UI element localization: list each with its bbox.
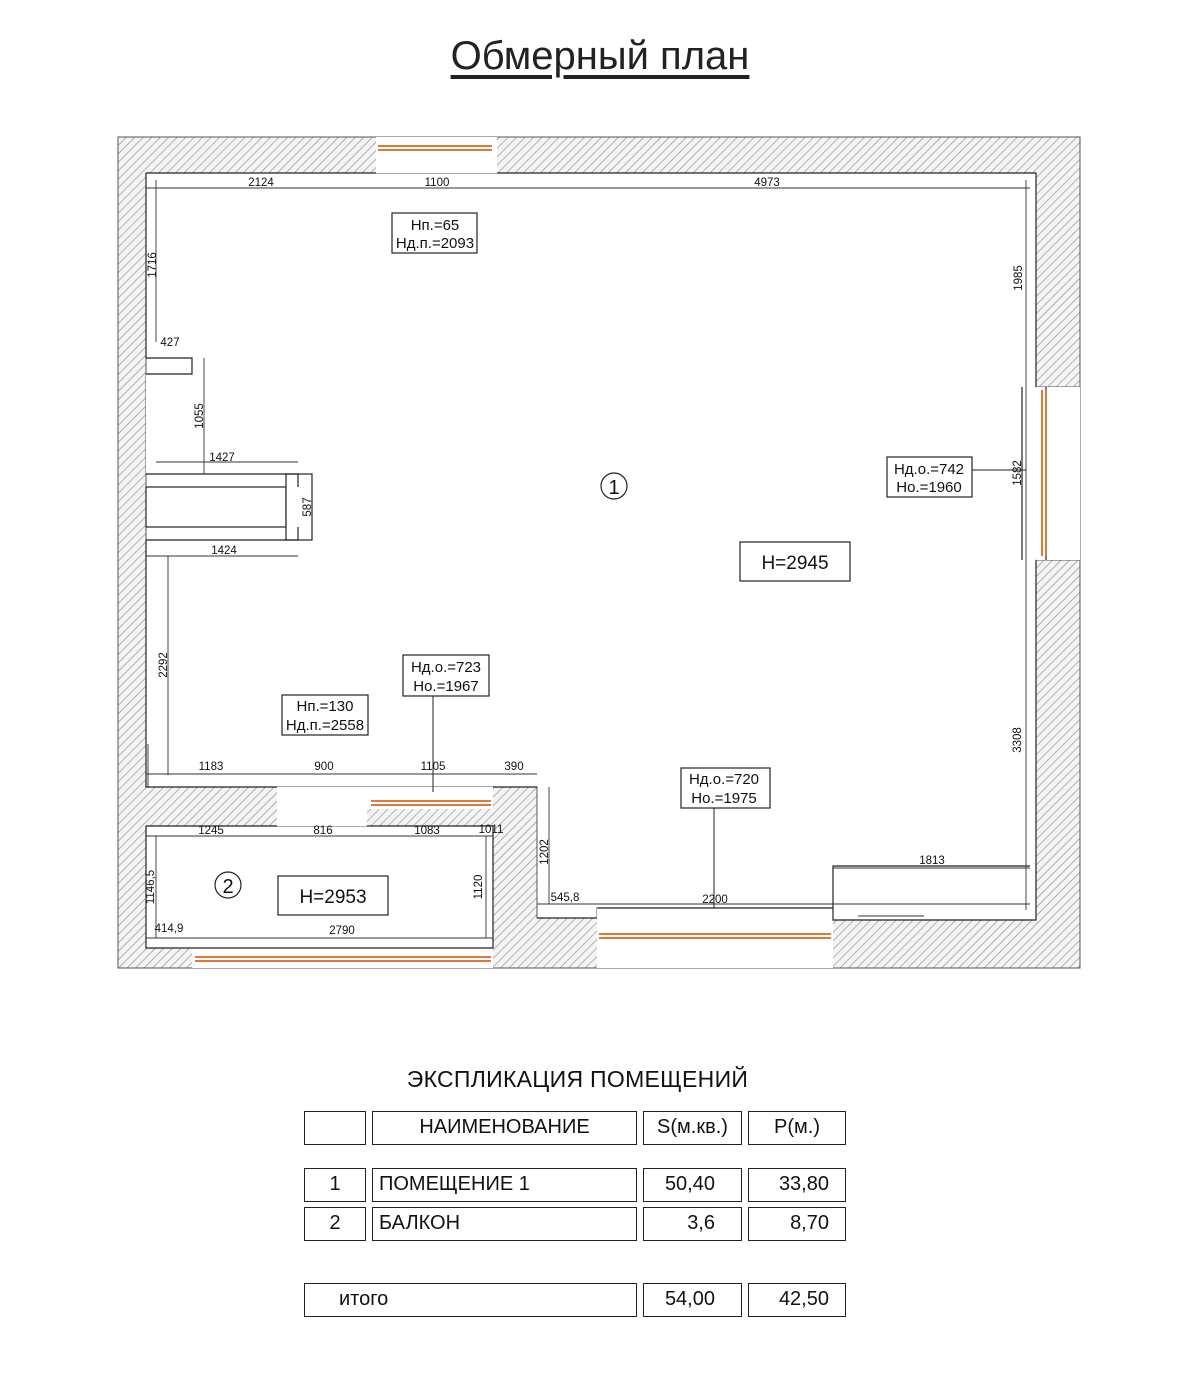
svg-text:Нд.п.=2558: Нд.п.=2558	[286, 717, 364, 734]
note-window-top: Нп.=65 Нд.п.=2093	[391, 212, 478, 254]
dim-bottom-3: 1105	[421, 761, 446, 773]
svg-text:Нд.о.=720: Нд.о.=720	[689, 771, 759, 788]
row-area: 50,40	[643, 1168, 742, 1202]
dim-bottom-1: 1183	[199, 761, 224, 773]
dim-right-lower: 3308	[1012, 727, 1024, 753]
svg-text:Но.=1975: Но.=1975	[691, 790, 756, 807]
total-perimeter: 42,50	[748, 1283, 846, 1317]
row-perimeter: 8,70	[748, 1207, 846, 1241]
row-name: БАЛКОН	[372, 1207, 637, 1241]
svg-text:1: 1	[608, 477, 619, 499]
svg-text:Нп.=65: Нп.=65	[411, 217, 460, 234]
room-marker-1: 1	[600, 472, 628, 500]
dim-bay-1: 545,8	[551, 892, 580, 904]
dim-left-upper: 1716	[147, 252, 159, 278]
row-perimeter: 33,80	[748, 1168, 846, 1202]
explication-title: ЭКСПЛИКАЦИЯ ПОМЕЩЕНИЙ	[406, 1066, 749, 1092]
dim-bay-right: 1813	[919, 855, 945, 867]
row-area: 3,6	[643, 1207, 742, 1241]
dim-niche-width-lower: 1424	[211, 545, 237, 557]
dim-column: 587	[302, 497, 314, 516]
dim-bottom-2: 900	[314, 761, 333, 773]
dim-left-lower: 2292	[158, 652, 170, 678]
dim-niche-height: 1055	[194, 403, 206, 429]
header-area: S(м.кв.)	[643, 1111, 742, 1145]
header-num	[304, 1111, 366, 1145]
openings	[195, 145, 1047, 962]
dim-bottom-4: 390	[504, 761, 523, 773]
svg-text:Нд.о.=723: Нд.о.=723	[411, 659, 481, 676]
opening-balcony-door	[277, 787, 367, 826]
note-window-right: Нд.о.=742 Но.=1960	[886, 456, 973, 498]
dim-top-left: 2124	[248, 177, 274, 189]
header-perimeter: P(м.)	[748, 1111, 846, 1145]
total-area: 54,00	[643, 1283, 742, 1317]
total-label: итого	[304, 1283, 637, 1317]
dim-niche-depth: 427	[160, 337, 179, 349]
dim-top-right: 4973	[754, 177, 780, 189]
svg-text:Но.=1960: Но.=1960	[896, 479, 961, 496]
note-balcony-door: Нп.=130 Нд.п.=2558	[281, 694, 369, 736]
svg-text:H=2953: H=2953	[299, 887, 366, 908]
note-window-bottom: Нд.о.=720 Но.=1975	[680, 767, 771, 809]
svg-text:Нд.о.=742: Нд.о.=742	[894, 461, 964, 478]
note-window-balcony: Нд.о.=723 Но.=1967	[402, 654, 490, 697]
dim-balcony-5: 414,9	[155, 923, 184, 935]
dimension-lines	[146, 180, 1030, 939]
niche-upper	[146, 374, 192, 474]
dim-balcony-2: 816	[313, 825, 332, 837]
dim-balcony-3: 1083	[414, 825, 440, 837]
header-name: НАИМЕНОВАНИЕ	[372, 1111, 637, 1145]
svg-text:2: 2	[222, 876, 233, 898]
row-num: 2	[304, 1207, 366, 1241]
niche-lower	[145, 486, 287, 528]
note-leaders	[432, 469, 1026, 908]
window-top	[376, 137, 497, 173]
inner-outline	[145, 172, 1047, 949]
opening-balcony-window	[367, 787, 493, 809]
svg-text:Нд.п.=2093: Нд.п.=2093	[396, 235, 474, 252]
dim-balcony-4: 1011	[479, 824, 504, 836]
svg-text:Но.=1967: Но.=1967	[413, 678, 478, 695]
room-marker-2: 2	[214, 871, 242, 899]
row-num: 1	[304, 1168, 366, 1202]
svg-text:Нп.=130: Нп.=130	[297, 698, 354, 715]
page-title: Обмерный план	[450, 34, 750, 78]
room-height-2: H=2953	[277, 875, 389, 916]
dim-balcony-1: 1245	[198, 825, 224, 837]
floor-plan: 2124 1100 4973 1716 427 1055 1427 587 14…	[117, 136, 1081, 969]
room-height-1: H=2945	[739, 541, 851, 582]
column-block	[285, 473, 313, 541]
dim-bay-depth: 1202	[539, 839, 551, 865]
window-right	[1036, 387, 1080, 560]
row-name: ПОМЕЩЕНИЕ 1	[372, 1168, 637, 1202]
svg-text:H=2945: H=2945	[761, 553, 828, 574]
walls	[117, 136, 1081, 969]
dim-niche-width-upper: 1427	[209, 452, 235, 464]
dim-balcony-bottom: 2790	[329, 925, 355, 937]
dim-top-window: 1100	[425, 177, 450, 189]
dim-balcony-right: 1120	[473, 875, 485, 900]
dim-bay-window: 2200	[702, 894, 728, 906]
dim-balcony-left: 1146,5	[145, 870, 157, 904]
dim-right-upper: 1985	[1013, 265, 1025, 291]
dim-right-window: 1582	[1012, 460, 1024, 486]
